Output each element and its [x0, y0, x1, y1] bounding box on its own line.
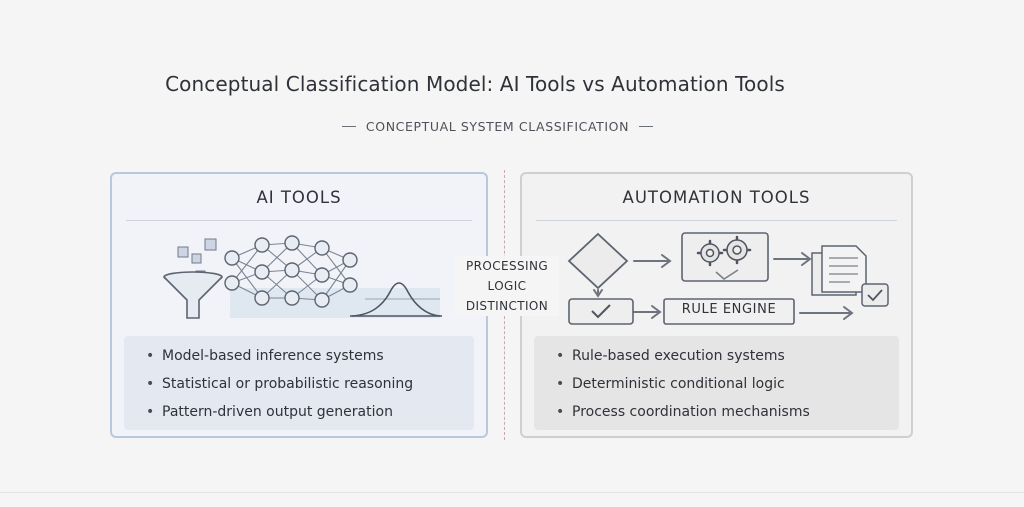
subtitle: CONCEPTUAL SYSTEM CLASSIFICATION [0, 119, 995, 134]
ai-feature-item: Statistical or probabilistic reasoning [124, 370, 474, 398]
processing-logic-label: PROCESSING LOGIC DISTINCTION [455, 256, 559, 316]
ai-tools-feature-list: Model-based inference systems Statistica… [124, 336, 474, 430]
automation-feature-item: Process coordination mechanisms [534, 398, 899, 426]
subtitle-dash-left [341, 126, 356, 127]
automation-tools-title-rule [536, 220, 897, 221]
subtitle-dash-right [639, 126, 654, 127]
automation-feature-item: Rule-based execution systems [534, 342, 899, 370]
center-label-line: PROCESSING [465, 259, 549, 273]
bottom-rule [0, 492, 1024, 493]
ai-feature-item: Pattern-driven output generation [124, 398, 474, 426]
subtitle-text: CONCEPTUAL SYSTEM CLASSIFICATION [365, 119, 630, 134]
rule-engine-label: RULE ENGINE [681, 302, 777, 317]
center-label-line: DISTINCTION [465, 299, 549, 313]
ai-tools-title-rule [126, 220, 472, 221]
automation-tools-title: AUTOMATION TOOLS [622, 188, 811, 207]
automation-feature-item: Deterministic conditional logic [534, 370, 899, 398]
center-label-line: LOGIC [487, 279, 527, 293]
automation-tools-panel: AUTOMATION TOOLS Rule-based execution sy… [520, 172, 913, 438]
ai-tools-title: AI TOOLS [256, 188, 342, 207]
ai-feature-item: Model-based inference systems [124, 342, 474, 370]
page-title: Conceptual Classification Model: AI Tool… [165, 72, 785, 96]
automation-tools-feature-list: Rule-based execution systems Determinist… [534, 336, 899, 430]
ai-tools-panel: AI TOOLS Model-based inference systems S… [110, 172, 488, 438]
